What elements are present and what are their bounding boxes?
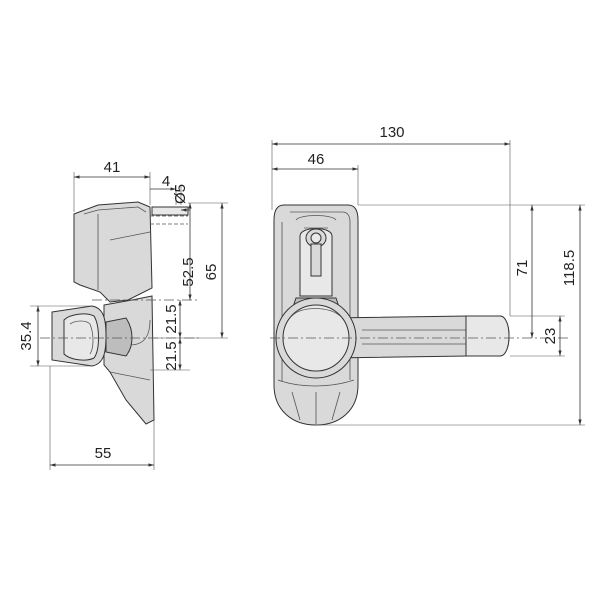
- dim-label-65: 65: [203, 264, 220, 281]
- side-knob-grip: [63, 313, 99, 361]
- front-view: 130 46 71 118.5 23: [270, 124, 585, 426]
- dim-label-46: 46: [308, 151, 325, 168]
- key-slot: [310, 243, 322, 277]
- side-housing-bottom: [103, 295, 155, 425]
- handle-grip-end: [465, 315, 510, 357]
- dim-label-55: 55: [95, 445, 112, 462]
- dim-label-d5: Ø5: [172, 184, 189, 204]
- dim-label-41: 41: [104, 159, 121, 176]
- dim-label-35-4: 35.4: [18, 321, 35, 350]
- dim-label-21-5-upper: 21.5: [163, 304, 180, 333]
- dim-label-23: 23: [542, 328, 559, 345]
- dim-label-118-5: 118.5: [561, 250, 578, 286]
- side-view: 41 4 Ø5 52.5 65 21.5 21.5 35.4 55: [18, 159, 228, 470]
- dim-label-71: 71: [514, 260, 531, 277]
- dim-label-52-5: 52.5: [180, 257, 197, 286]
- dim-label-21-5-lower: 21.5: [163, 341, 180, 370]
- dim-label-130: 130: [379, 124, 404, 141]
- dim-label-4: 4: [162, 173, 170, 190]
- side-housing-top: [73, 201, 153, 303]
